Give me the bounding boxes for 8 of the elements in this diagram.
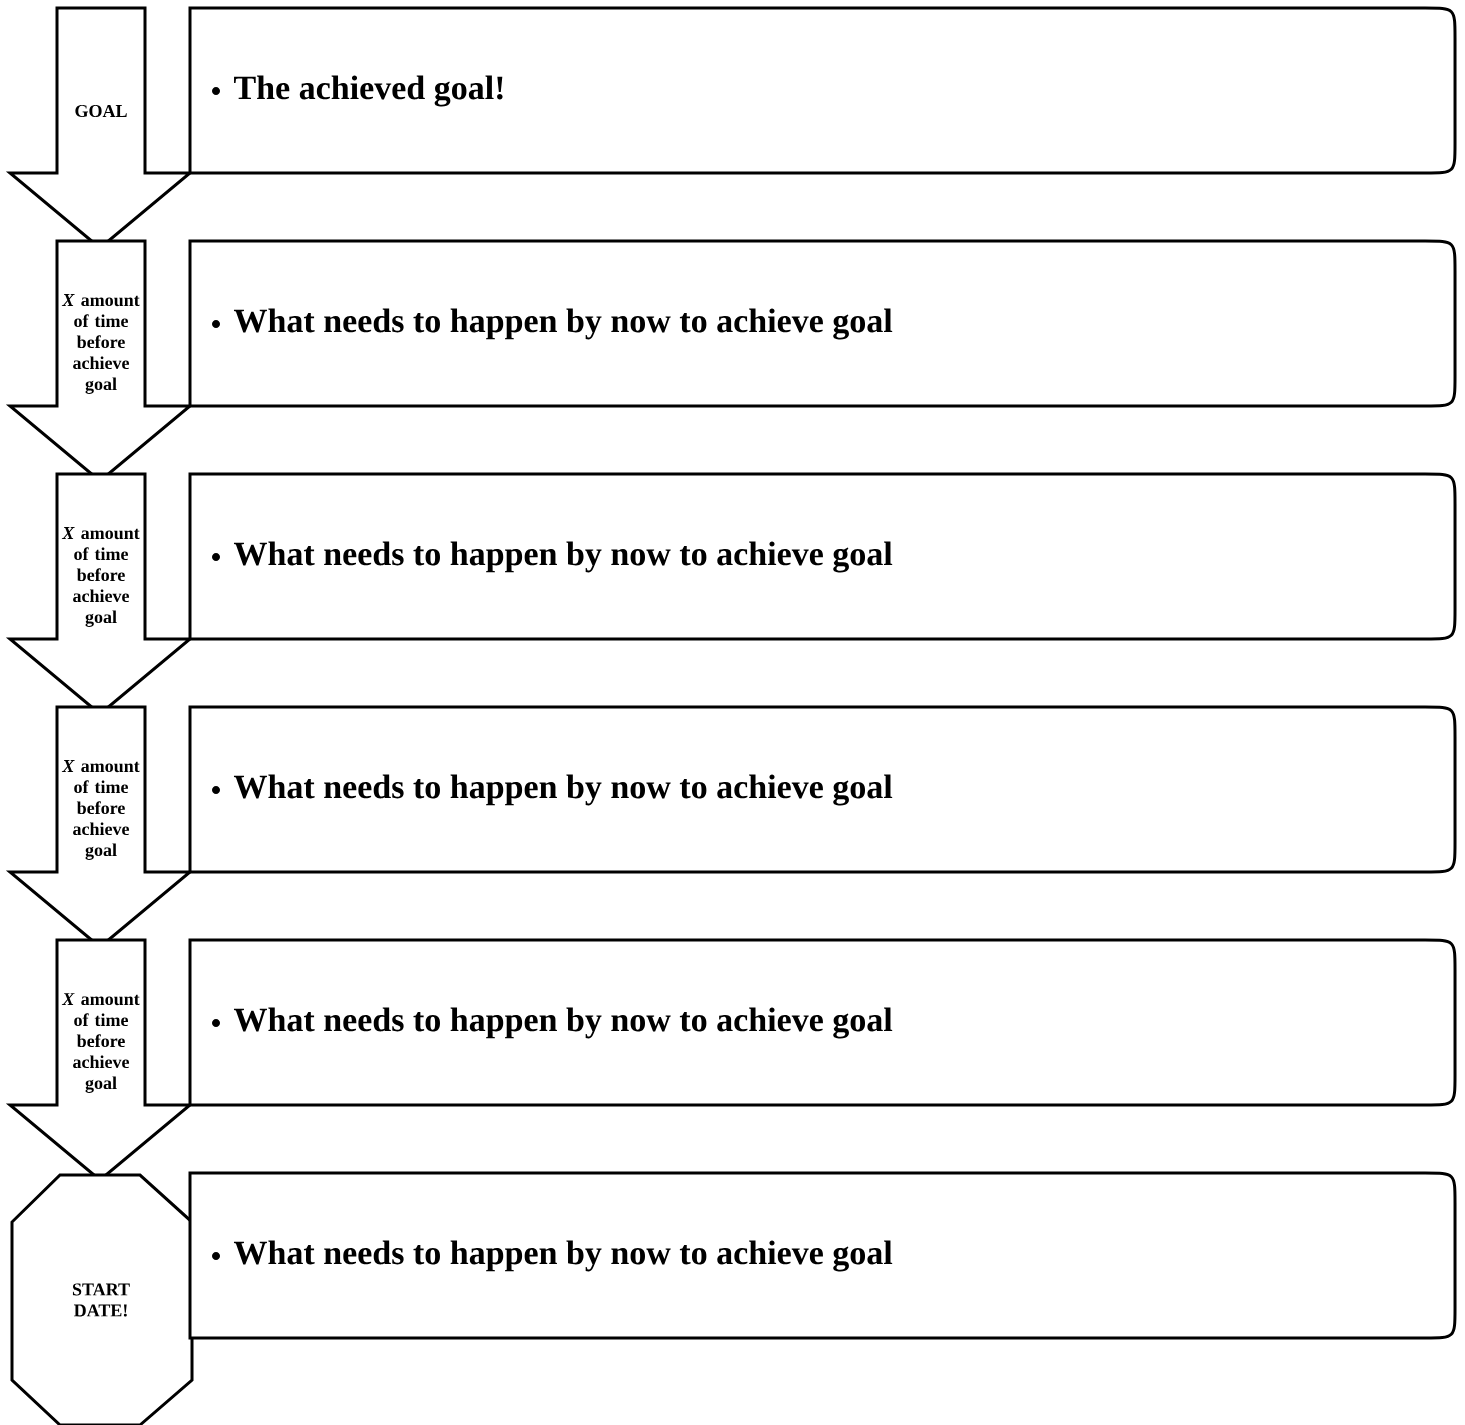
step-box: What needs to happen by now to achieve goal	[188, 472, 1457, 641]
octagon: START DATE!	[10, 1173, 194, 1425]
node-label: START DATE!	[72, 1283, 130, 1317]
step-box: What needs to happen by now to achieve goal	[188, 705, 1457, 874]
step-box: What needs to happen by now to achieve goal	[188, 1171, 1457, 1340]
step-box: What needs to happen by now to achieve goal	[188, 938, 1457, 1107]
step-box: What needs to happen by now to achieve goal	[188, 239, 1457, 408]
step-box: The achieved goal!	[188, 6, 1457, 175]
